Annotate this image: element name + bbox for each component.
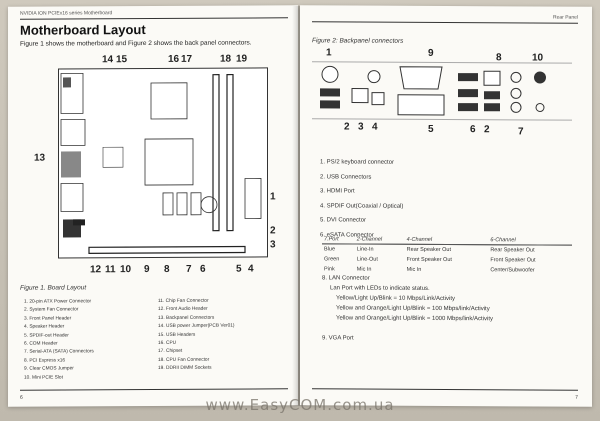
- board-drawing: [60, 72, 262, 254]
- callout-5: 5: [428, 123, 434, 135]
- table-cell: Rear Speaker Out: [406, 246, 451, 254]
- intro-text: Figure 1 shows the motherboard and Figur…: [20, 39, 252, 48]
- legend-item: 6. COM Header: [24, 341, 58, 347]
- header-rule: [312, 21, 578, 24]
- left-page: NVIDIA ION PCIEx16 series Motherboard Mo…: [8, 5, 298, 407]
- callout-5: 5: [236, 263, 242, 275]
- motherboard-diagram: [58, 67, 268, 259]
- table-cell: Green: [324, 256, 340, 263]
- table-cell: Front Speaker Out: [406, 256, 452, 264]
- callout-6: 6: [470, 124, 476, 136]
- list-item: 1. PS/2 keyboard connector: [320, 159, 395, 166]
- left-page-header: NVIDIA ION PCIEx16 series Motherboard: [20, 10, 113, 17]
- callout-3: 3: [270, 239, 276, 251]
- legend-item: 14. USB power Jumper(PCB Ver01): [158, 323, 235, 330]
- footer-rule: [20, 388, 288, 391]
- figure-1-caption: Figure 1. Board Layout: [20, 284, 87, 292]
- audio-port-table: 7.Port 2-Channel 4-Channel 6-Channel Blu…: [322, 235, 572, 275]
- callout-13: 13: [34, 152, 46, 164]
- footer-rule: [312, 388, 578, 391]
- lan-status-item: Yellow and Orange/Light Up/Blink = 1000 …: [336, 315, 494, 323]
- legend-item: 4. Speaker Header: [24, 324, 65, 330]
- legend-item: 9. Clear CMOS Jumper: [24, 366, 74, 372]
- vga-item: 9. VGA Port: [322, 335, 354, 342]
- callout-1: 1: [270, 191, 276, 203]
- legend-item: 10. Mini PCIE Slot: [24, 375, 63, 381]
- page-title: Motherboard Layout: [20, 22, 146, 38]
- callout-9: 9: [144, 264, 150, 276]
- legend-item: 3. Front Panel Header: [24, 316, 72, 322]
- right-page-header: Rear Panel: [552, 14, 578, 21]
- legend-item: 19. DDRII DIMM Sockets: [158, 365, 212, 372]
- legend-item: 5. SPDIF-out Header: [24, 333, 69, 339]
- callout-16: 16: [168, 53, 180, 65]
- table-cell: Line-In: [356, 246, 374, 253]
- table-cell: Center/Subwoofer: [490, 267, 535, 274]
- legend-column-2: 11. Chip Fan Connector 12. Front Audio H…: [158, 298, 235, 374]
- callout-18: 18: [220, 53, 232, 65]
- header-rule: [20, 17, 288, 20]
- backpanel-diagram: [312, 61, 572, 121]
- callout-2b: 2: [484, 124, 490, 136]
- callout-7: 7: [518, 126, 524, 138]
- callout-4: 4: [248, 263, 254, 275]
- callout-2: 2: [270, 225, 276, 237]
- callout-4: 4: [372, 121, 378, 133]
- backpanel-drawing: [320, 65, 546, 116]
- lan-section: 8. LAN Connector Lan Port with LEDs to i…: [322, 273, 493, 344]
- callout-19: 19: [236, 53, 248, 65]
- table-cell: Blue: [324, 246, 336, 253]
- column-header: 2-Channel: [354, 235, 405, 245]
- list-item: 4. SPDIF Out(Coaxial / Optical): [320, 202, 404, 210]
- callout-15: 15: [116, 54, 128, 66]
- legend-item: 2. System Fan Connector: [24, 307, 79, 314]
- callout-14: 14: [102, 54, 114, 66]
- callout-10: 10: [120, 264, 132, 276]
- list-item: 3. HDMI Port: [320, 188, 355, 195]
- port-list: 1. PS/2 keyboard connector 2. USB Connec…: [320, 155, 403, 242]
- legend-column-1: 1. 20-pin ATX Power Connector 2. System …: [24, 298, 94, 382]
- callout-17: 17: [181, 53, 193, 65]
- callout-12: 12: [90, 264, 102, 276]
- legend-item: 1. 20-pin ATX Power Connector: [24, 299, 92, 305]
- callout-7: 7: [186, 263, 192, 275]
- callout-9: 9: [428, 47, 434, 59]
- table-cell: Rear Speaker Out: [490, 247, 535, 254]
- list-item: 2. USB Connectors: [320, 173, 372, 181]
- table-cell: Front Speaker Out: [490, 257, 536, 264]
- table-cell: Line-Out: [356, 256, 378, 263]
- callout-3: 3: [358, 121, 364, 133]
- callout-8: 8: [164, 263, 170, 275]
- legend-item: 7. Serial-ATA (SATA) Connectors: [24, 349, 94, 356]
- list-item: 5. DVI Connector: [320, 217, 367, 224]
- watermark: www.EasyCOM.com.ua: [205, 396, 395, 414]
- callout-1: 1: [326, 47, 332, 59]
- figure-2-caption: Figure 2: Backpanel connectors: [312, 37, 404, 45]
- callout-2: 2: [344, 121, 350, 133]
- legend-item: 8. PCI Express x16: [24, 358, 66, 364]
- column-header: 7.Port: [322, 235, 355, 245]
- callout-6: 6: [200, 263, 206, 275]
- right-page: Rear Panel Figure 2: Backpanel connector…: [300, 5, 592, 407]
- callout-11: 11: [105, 264, 116, 276]
